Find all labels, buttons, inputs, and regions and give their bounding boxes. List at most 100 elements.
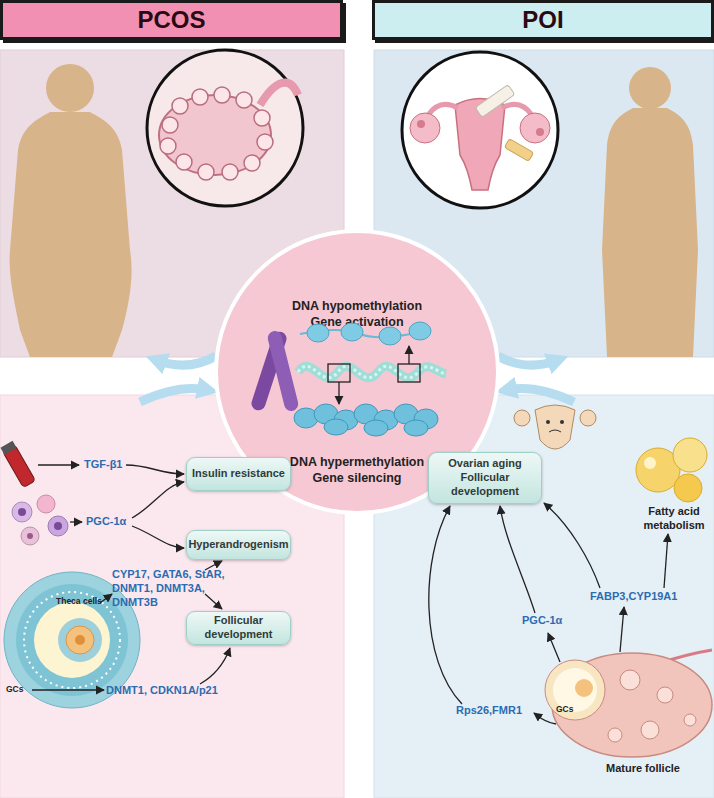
ovary-follicles [608, 670, 696, 742]
uterus-illustration [402, 52, 558, 208]
cell-label: GCs [6, 684, 36, 695]
cell-label: GCs [556, 704, 586, 715]
uterus-illustration [475, 85, 515, 118]
header-box: PCOS [0, 0, 343, 40]
node-text: Follicular development [433, 471, 537, 499]
blood-tube [0, 441, 35, 488]
follicle-illustration [24, 592, 120, 688]
leader-arrow [500, 506, 535, 613]
leader-arrow [429, 506, 462, 704]
chromosome [266, 330, 299, 413]
ovary-illustration [222, 164, 238, 180]
node-text: Ovarian aging [448, 457, 521, 471]
blood-tube [0, 441, 16, 455]
uterus-cartoon [514, 410, 530, 426]
node-text: Insulin resistance [192, 467, 285, 481]
ovary-follicles [608, 728, 622, 742]
process-label: Fatty acid metabolism [636, 505, 712, 533]
gene-label: TGF-β1 [84, 458, 144, 472]
follicle-illustration [58, 618, 102, 662]
follicle-illustration [66, 626, 94, 654]
outcome-box: Insulin resistance [186, 457, 291, 491]
outcome-box: Hyperandrogenism [186, 530, 291, 560]
ovary-illustration [198, 164, 214, 180]
follicle-illustration [75, 635, 85, 645]
closed-chromatin [294, 404, 438, 436]
closed-chromatin [334, 410, 358, 430]
gene-label: PGC-1α [86, 515, 146, 529]
uterus-illustration [520, 113, 550, 143]
open-chromatin [341, 323, 363, 341]
fat-droplets [673, 438, 707, 472]
zoom-frame [408, 346, 409, 364]
uterus-cartoon [560, 420, 564, 424]
ovary-illustration [236, 92, 252, 108]
ovary-follicles [575, 679, 593, 697]
ovary-follicles [641, 721, 659, 739]
ovary-illustration [159, 95, 271, 175]
flow-arrow [498, 356, 558, 365]
body-silhouette [629, 67, 671, 109]
closed-chromatin [394, 404, 418, 424]
leader-arrow [100, 594, 112, 603]
leader-arrow [200, 648, 230, 684]
follicle-illustration [34, 602, 110, 678]
ovary-illustration [172, 98, 188, 114]
cell-label: Theca cells [56, 596, 116, 607]
follicle-illustration [16, 584, 128, 696]
chromosome [250, 330, 300, 413]
fat-droplets [674, 474, 702, 502]
uterus-illustration [417, 120, 425, 128]
ovary-follicles [545, 650, 712, 757]
dna-strand [298, 366, 446, 378]
ovary-illustration [147, 50, 303, 206]
leader-arrow [38, 464, 79, 465]
uterus-illustration [402, 52, 558, 208]
open-chromatin [379, 327, 401, 345]
closed-chromatin [374, 410, 398, 430]
gene-label: Rps26,FMR1 [456, 704, 536, 718]
blood-cells [12, 502, 32, 522]
ovary-illustration [214, 87, 230, 103]
gene-label: CYP17, GATA6, StAR, DNMT1, DNMT3A, DNMT3… [112, 568, 230, 609]
flow-arrow [506, 389, 574, 403]
closed-chromatin [314, 404, 338, 424]
body-silhouette [10, 112, 132, 357]
ovary-illustration [260, 83, 298, 105]
dna-strand [298, 366, 446, 378]
fat-droplets [636, 438, 707, 502]
outcome-box: Follicular development [186, 611, 291, 645]
ovary-follicles [657, 687, 673, 703]
node-text: Hyperandrogenism [188, 538, 288, 552]
flow-arrow [140, 389, 208, 403]
uterus-illustration [504, 139, 533, 162]
closed-chromatin [364, 420, 388, 436]
panel [0, 50, 714, 798]
blood-cells [12, 495, 68, 545]
ovary-follicles [620, 670, 640, 690]
header-box: POI [372, 0, 714, 40]
uterus-illustration [536, 128, 544, 136]
blood-cells [54, 522, 62, 530]
blood-cells [21, 527, 39, 545]
uterus-illustration [410, 113, 440, 143]
ovary-illustration [192, 89, 208, 105]
closed-chromatin [354, 404, 378, 424]
ovary-follicles [684, 714, 696, 726]
closed-chromatin [294, 408, 318, 428]
closed-chromatin [404, 420, 428, 436]
open-chromatin [300, 330, 430, 337]
blood-cells [37, 495, 55, 513]
leader-arrow [70, 521, 82, 522]
ovary-illustration [254, 110, 270, 126]
open-chromatin [300, 322, 431, 345]
node-text: Follicular development [191, 614, 286, 642]
gene-label: PGC-1α [522, 614, 582, 628]
open-chromatin [409, 322, 431, 340]
ovary-illustration [176, 154, 192, 170]
dna-strand [298, 366, 446, 378]
leader-arrow [205, 594, 222, 609]
uterus-cartoon [514, 405, 596, 449]
zoom-frame [328, 346, 420, 404]
